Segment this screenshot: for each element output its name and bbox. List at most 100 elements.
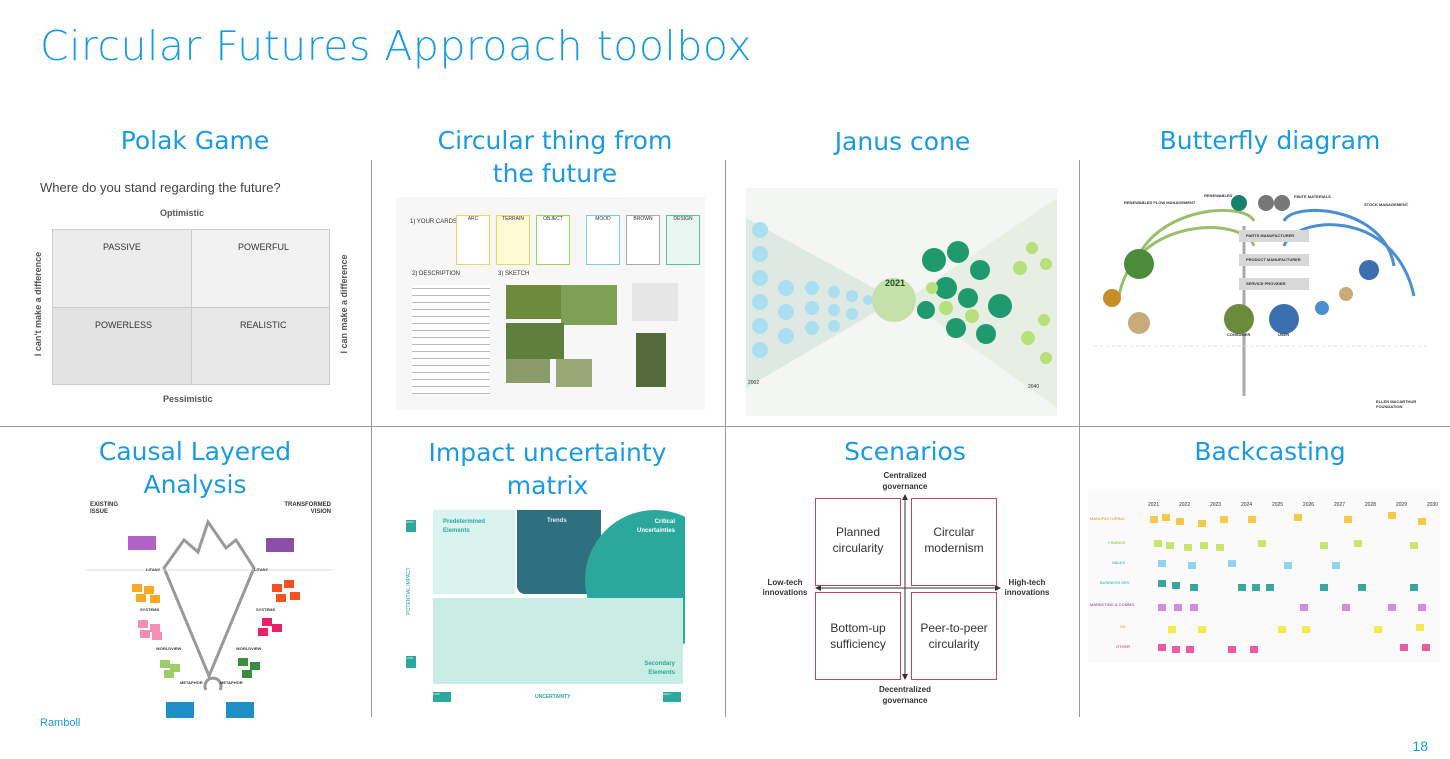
janus-cone-svg	[746, 198, 1057, 408]
slide-title: Circular Futures Approach toolbox	[40, 22, 752, 70]
cla-systems-right: SYSTEMS	[256, 607, 276, 612]
backcasting-stickies	[1150, 512, 1430, 653]
card-4: MOOD	[586, 215, 620, 265]
divider-3	[1079, 160, 1080, 426]
sketch-photo-7	[636, 333, 666, 387]
polak-passive: PASSIVE	[103, 242, 141, 252]
polak-left-label: I can't make a difference	[33, 251, 43, 357]
sketch-photo-6	[556, 359, 592, 387]
scenario-peer: Peer-to-peer circularity	[920, 621, 988, 651]
scenarios-image: Centralized governance Decentralized gov…	[755, 466, 1055, 706]
cla-litany-left: LITANY	[146, 567, 161, 572]
polak-question: Where do you stand regarding the future?	[40, 180, 281, 195]
sketch-photo-1	[506, 285, 564, 319]
card-5: BROWN	[626, 215, 660, 265]
impact-trends: Trends	[547, 518, 567, 524]
backcasting-row-3: SALES	[1112, 560, 1125, 565]
sketch-photo-5	[506, 359, 550, 383]
janus-center-year: 2021	[885, 278, 906, 288]
butterfly-renewables: RENEWABLES	[1204, 193, 1233, 198]
cla-image: EXISTING ISSUE TRANSFORMED VISION LITANY…	[86, 500, 333, 722]
description-text-block	[412, 285, 490, 395]
butterfly-svg	[1094, 195, 1430, 396]
cla-metaphor-right: METAPHOR	[220, 680, 243, 685]
scenario-quadrant-3	[815, 592, 901, 680]
polak-realistic: REALISTIC	[240, 320, 287, 330]
impact-y-axis: POTENTIAL IMPACT	[406, 567, 412, 615]
cell-title-backcasting: Backcasting	[1194, 437, 1346, 466]
janus-year-left: 2002	[748, 380, 760, 386]
scenarios-axes	[815, 494, 1001, 680]
scenario-modernism: Circular modernism	[924, 525, 984, 555]
sketch-photo-4	[506, 323, 564, 359]
butterfly-product: PRODUCT MANUFACTURER	[1246, 257, 1301, 262]
impact-low-x: LOW	[433, 692, 451, 702]
backcasting-row-4: BUSINESS DEV	[1100, 580, 1130, 585]
scenario-quadrant-1	[815, 498, 901, 586]
cell-title-butterfly: Butterfly diagram	[1159, 126, 1381, 155]
backcasting-row-7: OTHER	[1116, 644, 1130, 649]
cla-metaphor-left: METAPHOR	[180, 680, 203, 685]
card-3: OBJECT	[536, 215, 570, 265]
cla-worldview-left: WORLDVIEW	[156, 646, 182, 651]
card-1: ARC	[456, 215, 490, 265]
impact-critical: Critical Uncertainties	[636, 519, 675, 534]
butterfly-user: USER	[1278, 332, 1290, 337]
divider-5	[725, 427, 726, 717]
butterfly-finite: FINITE MATERIALS	[1294, 194, 1331, 199]
scenarios-top: Centralized governance	[882, 471, 928, 491]
polak-right-label: I can make a difference	[339, 254, 349, 354]
cell-title-polak: Polak Game	[120, 126, 270, 155]
polak-optimistic: Optimistic	[160, 208, 205, 218]
janus-cone-image: 2021 2002 2040	[746, 188, 1057, 416]
divider-1	[371, 160, 372, 426]
scenario-planned: Planned circularity	[832, 525, 884, 555]
impact-high-y: HIGH	[406, 520, 416, 532]
cell-title-cla: Causal Layered Analysis	[98, 437, 292, 499]
scenarios-left: Low-tech innovations	[762, 578, 808, 597]
desc-label: 2) DESCRIPTION	[412, 271, 461, 277]
impact-matrix-image: Predetermined Elements Trends Critical U…	[403, 508, 685, 704]
backcasting-row-5: MARKETING & COMMS	[1090, 602, 1135, 607]
divider-2	[725, 160, 726, 426]
backcasting-row-6: HR	[1120, 624, 1126, 629]
card-6: DESIGN	[666, 215, 700, 265]
scenarios-bottom: Decentralized governance	[878, 685, 932, 705]
scenario-sufficiency: Bottom-up sufficiency	[830, 621, 886, 651]
impact-high-x: HIGH	[663, 692, 681, 702]
janus-year-right: 2040	[1028, 384, 1040, 390]
circular-thing-image: 1) YOUR CARDS ARC TERRAIN OBJECT MOOD BR…	[396, 197, 705, 410]
card-2: TERRAIN	[496, 215, 530, 265]
backcasting-row-2: FINANCE	[1108, 540, 1126, 545]
butterfly-consumer: CONSUMER	[1227, 332, 1251, 337]
backcasting-row-1: MANUFACTURING	[1090, 516, 1125, 521]
cla-worldview-right: WORLDVIEW	[236, 646, 262, 651]
cell-title-scenarios: Scenarios	[844, 437, 966, 466]
butterfly-stock: STOCK MANAGEMENT	[1364, 202, 1409, 207]
divider-6	[1079, 427, 1080, 717]
butterfly-parts: PARTS MANUFACTURER	[1246, 233, 1295, 238]
impact-top-left-zone	[433, 510, 515, 594]
sketch-photo-3	[632, 283, 678, 321]
butterfly-service: SERVICE PROVIDER	[1246, 281, 1286, 286]
footer-brand: Ramboll	[40, 717, 81, 729]
butterfly-flow: RENEWABLES FLOW MANAGEMENT	[1124, 200, 1196, 205]
polak-matrix: PASSIVE POWERFUL POWERLESS REALISTIC	[52, 229, 330, 385]
cla-transformed: TRANSFORMED VISION	[284, 502, 331, 515]
butterfly-diagram-image: RENEWABLES FINITE MATERIALS RENEWABLES F…	[1094, 186, 1430, 418]
cla-existing: EXISTING ISSUE	[90, 502, 119, 515]
scenarios-right: High-tech innovations	[1004, 578, 1050, 597]
cla-systems-left: SYSTEMS	[140, 607, 160, 612]
sketch-photo-2	[561, 285, 617, 325]
divider-horizontal	[0, 426, 1450, 427]
scenario-quadrant-2	[911, 498, 997, 586]
impact-secondary: Secondary Elements	[644, 661, 675, 676]
cla-litany-right: LITANY	[254, 567, 269, 572]
polak-game-image: Where do you stand regarding the future?…	[30, 172, 365, 412]
sketch-label: 3) SKETCH	[498, 271, 530, 277]
cell-title-circular-thing: Circular thing from the future	[437, 126, 673, 188]
scenario-quadrant-4	[911, 592, 997, 680]
polak-powerful: POWERFUL	[238, 242, 290, 252]
impact-bottom-zone	[433, 598, 683, 684]
